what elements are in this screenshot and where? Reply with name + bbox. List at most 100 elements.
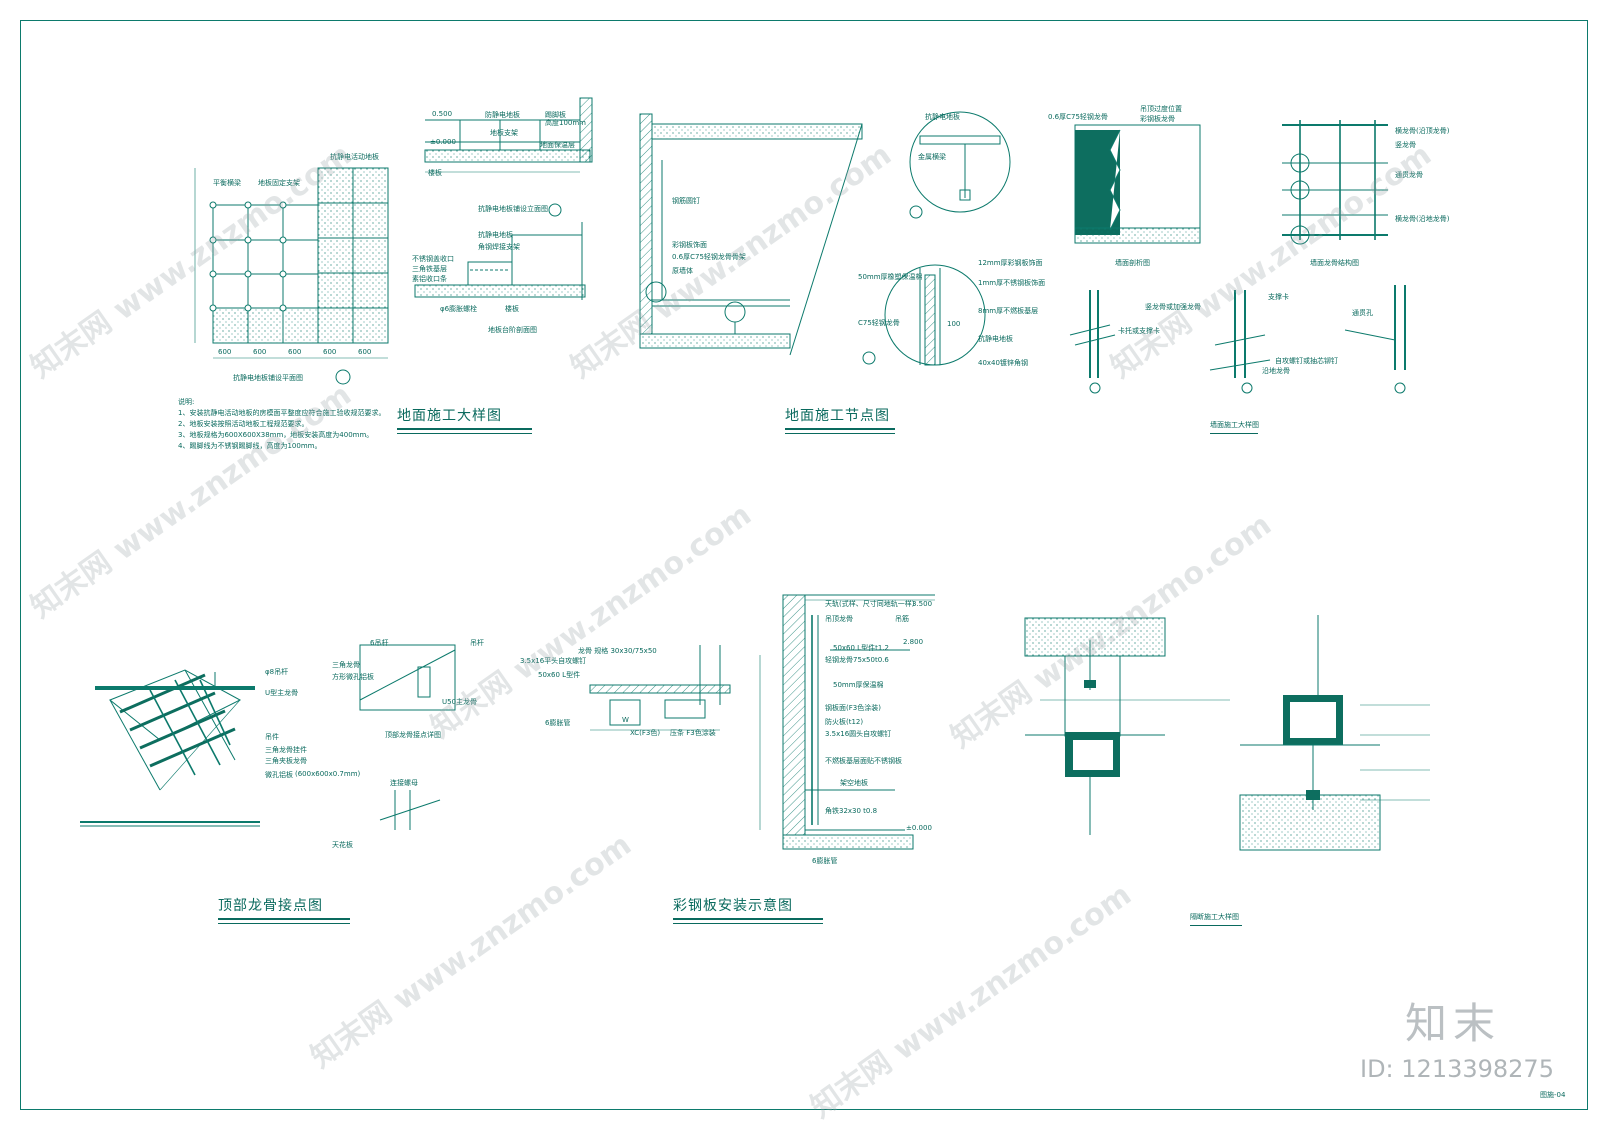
wall-section-title: 墙面剖析图 — [1115, 259, 1150, 267]
floor-node-drawing — [639, 113, 863, 356]
steel-panel-underline — [673, 918, 823, 920]
floor-step-section-drawing — [414, 222, 586, 300]
note-item-4: 4、踢脚线为不锈钢踢脚线，高度为100mm。 — [178, 442, 322, 450]
steel-tag-angle: 角铁32x30 t0.8 — [825, 807, 878, 815]
ceil-tag-nut: 连接螺母 — [390, 779, 418, 787]
steel-tag-cotton: 50mm厚保温棉 — [833, 681, 884, 689]
elev-level-zero: ±0.000 — [430, 138, 456, 146]
steel-panel-underline-thin — [673, 923, 823, 924]
plan-tag-beam: 平衡横梁 — [213, 179, 241, 187]
wall-detail-underline — [1210, 433, 1258, 434]
sheet-number: 图施-04 — [1540, 1091, 1566, 1099]
detail-tag-beam: 金属横梁 — [918, 153, 946, 161]
sect-tag-bolt: φ6膨胀螺栓 — [440, 305, 478, 313]
elevation-title: 抗静电地板铺设立面图 — [478, 205, 548, 213]
id-tag: ID: 1213398275 — [1360, 1055, 1554, 1083]
sect-tag-floor: 抗静电地板 — [478, 231, 513, 239]
detail-tag-base: 8mm厚不燃板基层 — [978, 307, 1039, 315]
floor-detail-title: 地面施工大样图 — [397, 408, 502, 424]
ceil-tag-rod: φ8吊杆 — [265, 668, 289, 676]
ceil-tag-u50: U50主龙骨 — [442, 698, 478, 706]
note-item-1: 1、安装抗静电活动地板的房模面平整度应符合施工验收规范要求。 — [178, 409, 386, 417]
ceiling-underline — [218, 918, 350, 920]
sect-tag-slab: 楼板 — [505, 305, 519, 313]
wall-detail-title: 墙面施工大样图 — [1210, 421, 1259, 429]
steel-level-mid: 2.800 — [903, 638, 924, 646]
steel-tag-w: W — [622, 716, 629, 724]
detail-tag-keel: C75轻钢龙骨 — [858, 319, 900, 327]
detail-tag-stainless: 1mm厚不锈钢板饰面 — [978, 279, 1046, 287]
wall-keel-title: 墙面龙骨结构图 — [1310, 259, 1359, 267]
elev-level-high: 0.500 — [432, 110, 453, 118]
wall-section-drawing — [1074, 124, 1201, 244]
node-tag-keel: 0.6厚C75轻钢龙骨骨架 — [672, 253, 746, 261]
plan-dim-1: 600 — [218, 348, 232, 356]
node-tag-nail: 钢筋圆钉 — [672, 197, 700, 205]
steel-tag-anchor: 6膨胀管 — [545, 719, 571, 727]
plan-dim-5: 600 — [358, 348, 372, 356]
detail-tag-cotton: 50mm厚橡塑保温棉 — [858, 273, 923, 281]
sheet-border — [20, 20, 1588, 1110]
steel-tag-strip: 压条 F3色涂装 — [670, 729, 716, 737]
brand-logo: 知末 — [1405, 999, 1502, 1048]
steel-tag-xc: XC(F3色) — [630, 729, 661, 737]
floor-plan-drawing — [194, 167, 389, 385]
wall-tag-clip: 支撑卡 — [1268, 293, 1289, 301]
note-item-3: 3、地板规格为600X600X38mm，地板安装高度为400mm。 — [178, 431, 374, 439]
steel-tag-keel75: 轻钢龙骨75x50t0.6 — [825, 656, 889, 664]
ceil-tag-clip: 三角龙骨挂件 — [265, 746, 307, 754]
notes-block: 说明: 1、安装抗静电活动地板的房模面平整度应符合施工验收规范要求。 2、地板安… — [178, 397, 385, 452]
ceil-tag-rod6: 6吊杆 — [370, 639, 389, 647]
plan-title: 抗静电地板铺设平面图 — [233, 374, 303, 382]
elev-tag-slab: 楼板 — [428, 169, 442, 177]
wall-tag-keel: 0.6厚C75轻钢龙骨 — [1048, 113, 1108, 121]
elev-tag-height: 高度100mm — [545, 119, 586, 127]
ceil-tag-panel-size: (600x600x0.7mm) — [295, 770, 361, 778]
ceil-tag-tkeel: 三角夹板龙骨 — [265, 757, 307, 765]
plan-dim-3: 600 — [288, 348, 302, 356]
wall-tag-through: 通贯龙骨 — [1395, 171, 1423, 179]
sect-tag-frame: 角钢焊接支架 — [478, 243, 520, 251]
steel-panel-title: 彩钢板安装示意图 — [673, 898, 793, 914]
wall-tag-hole: 通贯孔 — [1352, 309, 1373, 317]
partition-underline — [1190, 925, 1242, 926]
partition-detail-drawing — [1024, 615, 1430, 851]
floor-node-underline — [785, 428, 895, 430]
wall-keel-drawing — [1282, 120, 1388, 245]
floor-detail-underline-thin — [397, 433, 532, 434]
wall-tag-screw: 自攻螺钉或抽芯铆钉 — [1275, 357, 1338, 365]
notes-heading: 说明: — [178, 398, 195, 406]
steel-level-zero: ±0.000 — [906, 824, 932, 832]
steel-level-high: 3.500 — [912, 600, 933, 608]
ceiling-keel-drawing — [80, 669, 260, 827]
wall-tag-transition: 吊顶过度位置 — [1140, 105, 1182, 113]
section-title: 地板台阶剖面图 — [488, 326, 537, 334]
wall-tag-bracket: 卡托或支撑卡 — [1118, 327, 1160, 335]
ceil-tag-triangle: 三角龙骨 — [332, 661, 360, 669]
detail-tag-dim: 100 — [947, 320, 961, 328]
plan-tag-floor: 抗静电活动地板 — [330, 153, 379, 161]
steel-panel-detail-2 — [759, 594, 935, 850]
partition-title: 隔断施工大样图 — [1190, 913, 1239, 921]
note-item-2: 2、地板安装按照活动地板工程规范要求。 — [178, 420, 309, 428]
steel-tag-ceiling-keel: 吊顶龙骨 — [825, 615, 853, 623]
ceil-tag-hanger: 吊件 — [265, 733, 279, 741]
floor-detail-underline — [397, 428, 532, 430]
sect-tag-trim: 不锈钢盖收口 — [412, 255, 454, 263]
steel-tag-screw: 3.5x16平头自攻螺钉 — [520, 657, 587, 665]
floor-node-title: 地面施工节点图 — [785, 408, 890, 424]
detail-tag-angle: 40x40镀锌角钢 — [978, 359, 1028, 367]
steel-tag-lpiece: 50x60 L型件 — [538, 671, 581, 679]
plan-dim-2: 600 — [253, 348, 267, 356]
sect-tag-angle: 三角铁基层 — [412, 265, 447, 273]
ceil-tag-main: U型主龙骨 — [265, 689, 299, 697]
wall-tag-top-keel: 横龙骨(沿顶龙骨) — [1395, 127, 1450, 135]
floor-node-detail-2 — [909, 111, 1011, 219]
steel-tag-bar: 吊筋 — [895, 615, 909, 623]
ceiling-underline-thin — [218, 923, 350, 924]
floor-node-detail-1 — [862, 264, 986, 366]
ceil-tag-rod2: 吊杆 — [470, 639, 484, 647]
wall-tag-panel-keel: 彩钢板龙骨 — [1140, 115, 1175, 123]
ceil-tag-square: 方形微孔铝板 — [332, 673, 374, 681]
